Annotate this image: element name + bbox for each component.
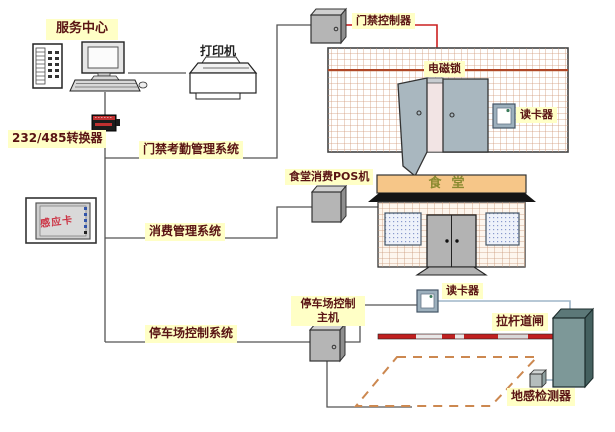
label-wall-reader: 读卡器 <box>516 107 557 124</box>
server-tower <box>32 43 63 89</box>
canteen-window-right <box>485 212 520 246</box>
maglock-bar <box>426 77 444 84</box>
label-parking-host-line2: 主机 <box>317 310 339 324</box>
label-loop-detector: 地感检测器 <box>507 388 576 406</box>
label-parking-host-line1: 停车场控制 <box>300 297 356 310</box>
card-contact-dots <box>84 207 87 234</box>
entrance-wall <box>327 47 569 178</box>
converter-device <box>91 114 120 132</box>
label-parking-system: 停车场控制系统 <box>145 325 238 343</box>
canteen-roof <box>368 193 536 202</box>
wall-card-reader <box>492 103 516 129</box>
line-host-loop <box>326 361 412 408</box>
desktop-computer <box>69 41 148 92</box>
label-barrier-gate: 拉杆道闸 <box>492 313 549 331</box>
label-parking-host: 停车场控制 主机 <box>291 296 365 326</box>
canteen-steps <box>415 266 488 276</box>
label-pos-machine: 食堂消费POS机 <box>285 169 374 186</box>
label-parking-reader: 读卡器 <box>442 283 483 300</box>
barrier-cabinet <box>551 307 595 389</box>
pos-box <box>310 184 348 224</box>
induction-card <box>25 197 97 244</box>
access-controller-box <box>309 7 348 45</box>
label-service-center: 服务中心 <box>46 19 119 40</box>
label-maglock: 电磁锁 <box>424 61 465 78</box>
label-access-system: 门禁考勤管理系统 <box>139 141 244 159</box>
canteen-sign: 食堂 <box>428 176 475 191</box>
mouse <box>138 81 148 89</box>
printer <box>188 56 258 100</box>
canteen-building <box>368 174 536 276</box>
label-converter: 232/485转换器 <box>8 130 107 148</box>
ground-sensor-box <box>529 369 547 388</box>
label-printer: 打印机 <box>200 44 237 58</box>
label-access-controller: 门禁控制器 <box>352 13 415 30</box>
label-consume-system: 消费管理系统 <box>145 223 226 241</box>
parking-card-reader <box>416 289 439 313</box>
door-opening <box>426 77 444 153</box>
parking-host-box <box>308 322 347 363</box>
canteen-window-left <box>384 212 422 246</box>
door-open <box>397 77 428 178</box>
barrier-arm <box>377 333 554 340</box>
